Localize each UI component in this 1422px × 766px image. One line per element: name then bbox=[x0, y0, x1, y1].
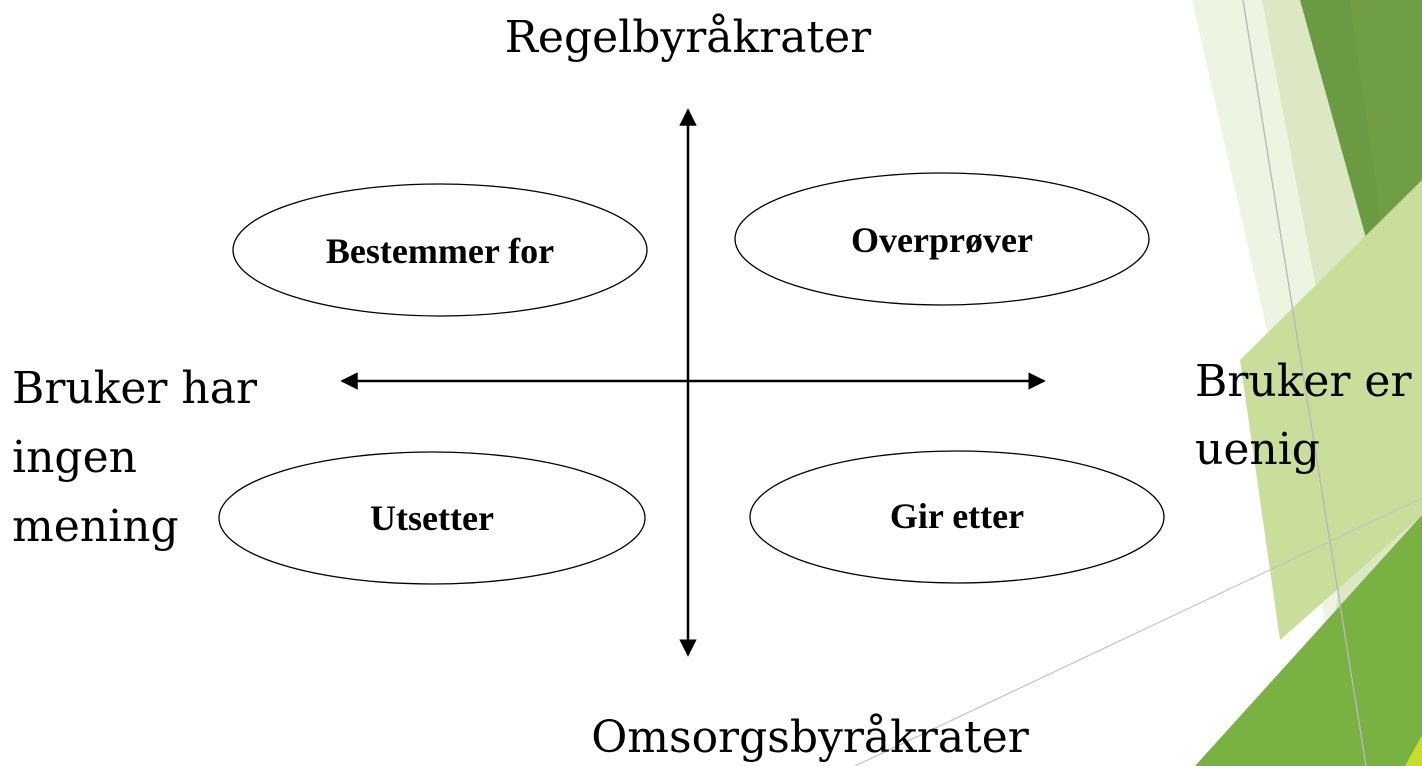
quadrant-ellipses bbox=[218, 172, 1165, 585]
axis-label-right-line-1: Bruker er bbox=[1195, 356, 1412, 407]
axis-label-left-line-2: ingen bbox=[12, 432, 137, 483]
quadrant-label-top-left: Bestemmer for bbox=[326, 231, 554, 271]
decorative-background bbox=[854, 0, 1422, 766]
quadrant-label-top-right: Overprøver bbox=[851, 220, 1033, 260]
ellipse-top-right bbox=[734, 172, 1150, 306]
axis-label-top: Regelbyråkrater bbox=[505, 12, 872, 63]
axis-label-left: Bruker har ingen mening bbox=[12, 363, 271, 552]
quadrant-label-bottom-right: Gir etter bbox=[890, 496, 1024, 536]
decor-lime-facet bbox=[1240, 180, 1422, 640]
axis-label-left-line-3: mening bbox=[12, 501, 179, 552]
decor-yellow-accent bbox=[1405, 735, 1422, 766]
axis-label-bottom: Omsorgsbyråkrater bbox=[591, 712, 1030, 763]
axis-label-right: Bruker er uenig bbox=[1195, 356, 1422, 475]
ellipse-bottom-right bbox=[749, 450, 1165, 584]
ellipse-bottom-left bbox=[218, 451, 646, 585]
decor-thin-line-1 bbox=[1242, 0, 1367, 766]
decor-thin-line-2 bbox=[854, 497, 1422, 766]
ellipse-top-left bbox=[232, 183, 648, 317]
decor-bright-triangle bbox=[1195, 515, 1422, 766]
axis-label-left-line-1: Bruker har bbox=[12, 363, 258, 414]
quadrant-label-bottom-left: Utsetter bbox=[370, 498, 494, 538]
axis-label-right-line-2: uenig bbox=[1195, 424, 1320, 475]
axes bbox=[340, 108, 1046, 657]
